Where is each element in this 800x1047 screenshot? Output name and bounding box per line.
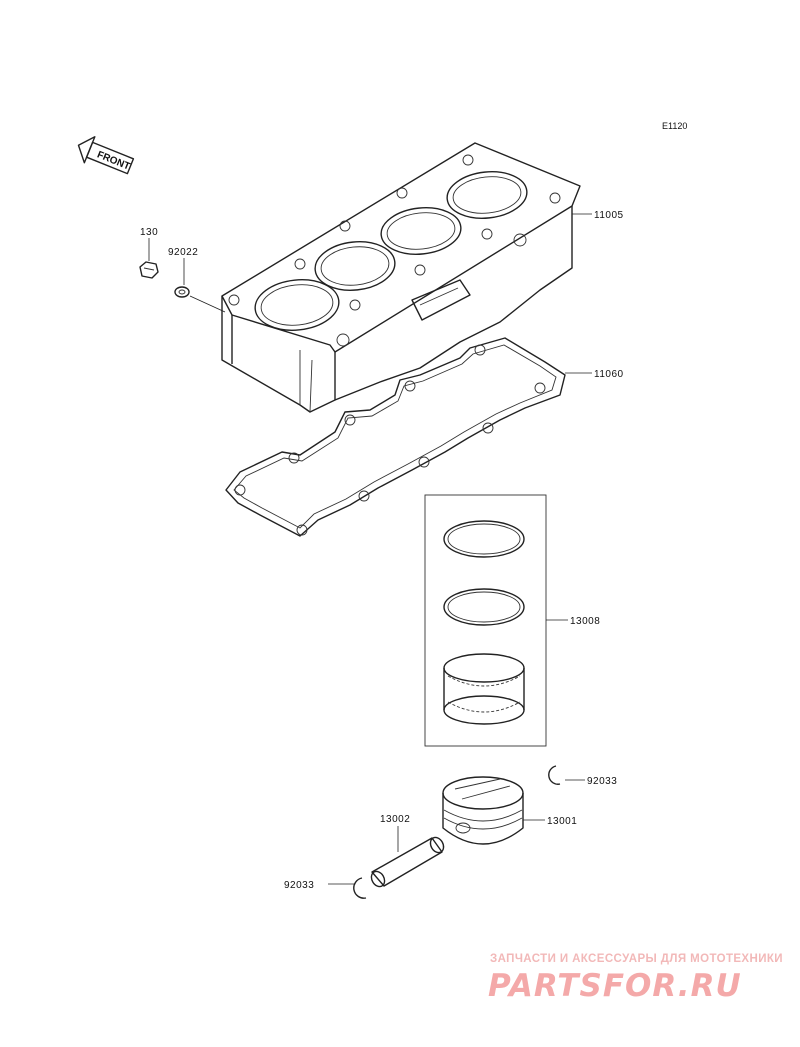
label-11060: 11060	[594, 369, 624, 380]
piston-pin: 13002	[370, 814, 445, 888]
label-13008: 13008	[570, 616, 600, 627]
front-arrow-icon: FRONT	[77, 136, 135, 175]
label-92033-left: 92033	[284, 880, 314, 891]
cylinder-block	[221, 142, 581, 413]
watermark: ЗАПЧАСТИ И АКСЕССУАРЫ ДЛЯ МОТОТЕХНИКИ PA…	[488, 953, 783, 1004]
label-13001: 13001	[547, 816, 577, 827]
piston-ring-set: 13008	[424, 494, 600, 747]
front-label: FRONT	[95, 149, 131, 172]
circlip-left: 92033	[284, 877, 367, 899]
label-11005: 11005	[594, 210, 624, 221]
diagram-code: E1120	[662, 121, 687, 131]
circlip-right: 92033	[548, 765, 617, 787]
label-13002: 13002	[380, 814, 410, 825]
label-92022: 92022	[168, 247, 198, 258]
bolt-130: 130	[139, 227, 159, 279]
watermark-tagline: ЗАПЧАСТИ И АКСЕССУАРЫ ДЛЯ МОТОТЕХНИКИ	[490, 953, 783, 965]
label-130: 130	[140, 227, 158, 238]
base-gasket	[225, 337, 566, 537]
piston: 13001	[442, 776, 577, 845]
washer-92022: 92022	[168, 247, 226, 313]
label-92033-right: 92033	[587, 776, 617, 787]
watermark-logo: PARTSFOR.RU	[488, 968, 742, 1004]
